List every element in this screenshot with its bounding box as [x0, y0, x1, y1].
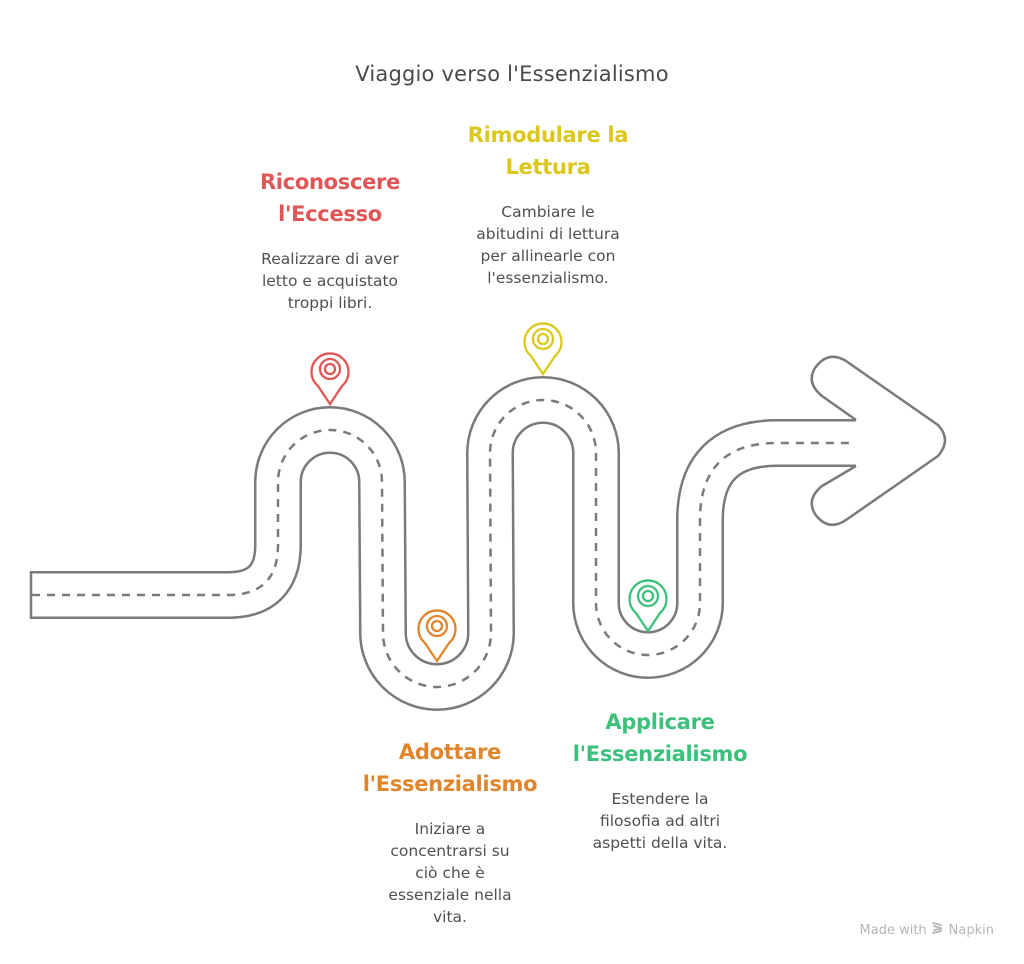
step-description: Iniziare a concentrarsi su ciò che è ess…: [326, 818, 574, 928]
step-rimodulare-lettura: Rimodulare la Lettura Cambiare le abitud…: [434, 119, 662, 289]
made-with-label: Made with: [859, 922, 927, 938]
step-description: Estendere la filosofia ad altri aspetti …: [536, 788, 784, 854]
napkin-brand-label: Napkin: [948, 922, 994, 938]
diagram-title: Viaggio verso l'Essenzialismo: [355, 62, 669, 86]
step-desc-line: essenziale nella: [388, 886, 512, 904]
step-desc-line: per allinearle con: [480, 247, 616, 265]
road-arrow-head: [810, 355, 947, 527]
step-desc-line: letto e acquistato: [261, 272, 399, 290]
step-desc-line: troppi libri.: [287, 294, 373, 312]
step-description: Realizzare di aver letto e acquistato tr…: [216, 248, 444, 314]
pin-marker-green: [628, 579, 668, 634]
napkin-logo-icon: [931, 921, 945, 939]
step-title: Adottare l'Essenzialismo: [326, 736, 574, 800]
step-applicare-essenzialismo: Applicare l'Essenzialismo Estendere la f…: [536, 706, 784, 854]
step-desc-line: Iniziare a: [414, 820, 486, 838]
winding-road: [29, 355, 947, 711]
made-with-napkin-badge[interactable]: Made with Napkin: [860, 921, 994, 939]
road-arrow-neck-fill: [845, 422, 859, 464]
step-title: Rimodulare la Lettura: [434, 119, 662, 183]
step-adottare-essenzialismo: Adottare l'Essenzialismo Iniziare a conc…: [326, 736, 574, 928]
step-desc-line: ciò che è: [415, 864, 485, 882]
step-title-line: Rimodulare la: [467, 123, 629, 147]
step-title-line: Lettura: [505, 155, 591, 179]
step-title: Applicare l'Essenzialismo: [536, 706, 784, 770]
step-desc-line: filosofia ad altri: [599, 812, 721, 830]
step-desc-line: aspetti della vita.: [592, 834, 728, 852]
step-desc-line: l'essenzialismo.: [487, 269, 609, 287]
step-desc-line: abitudini di lettura: [476, 225, 620, 243]
step-riconoscere-eccesso: Riconoscere l'Eccesso Realizzare di aver…: [216, 166, 444, 314]
pin-marker-orange: [417, 609, 457, 664]
pin-marker-red: [310, 352, 350, 407]
step-title-line: Applicare: [605, 710, 715, 734]
pin-marker-yellow: [523, 322, 563, 377]
step-title: Riconoscere l'Eccesso: [216, 166, 444, 230]
step-description: Cambiare le abitudini di lettura per all…: [434, 201, 662, 289]
road-inner-fill: [30, 378, 858, 709]
step-title-line: Adottare: [398, 740, 502, 764]
step-desc-line: concentrarsi su: [390, 842, 510, 860]
step-title-line: l'Essenzialismo: [362, 772, 538, 796]
step-desc-line: Realizzare di aver: [261, 250, 399, 268]
step-title-line: l'Essenzialismo: [572, 742, 748, 766]
step-title-line: Riconoscere: [259, 170, 401, 194]
step-title-line: l'Eccesso: [278, 202, 382, 226]
step-desc-line: vita.: [433, 908, 467, 926]
step-desc-line: Cambiare le: [501, 203, 595, 221]
step-desc-line: Estendere la: [611, 790, 709, 808]
